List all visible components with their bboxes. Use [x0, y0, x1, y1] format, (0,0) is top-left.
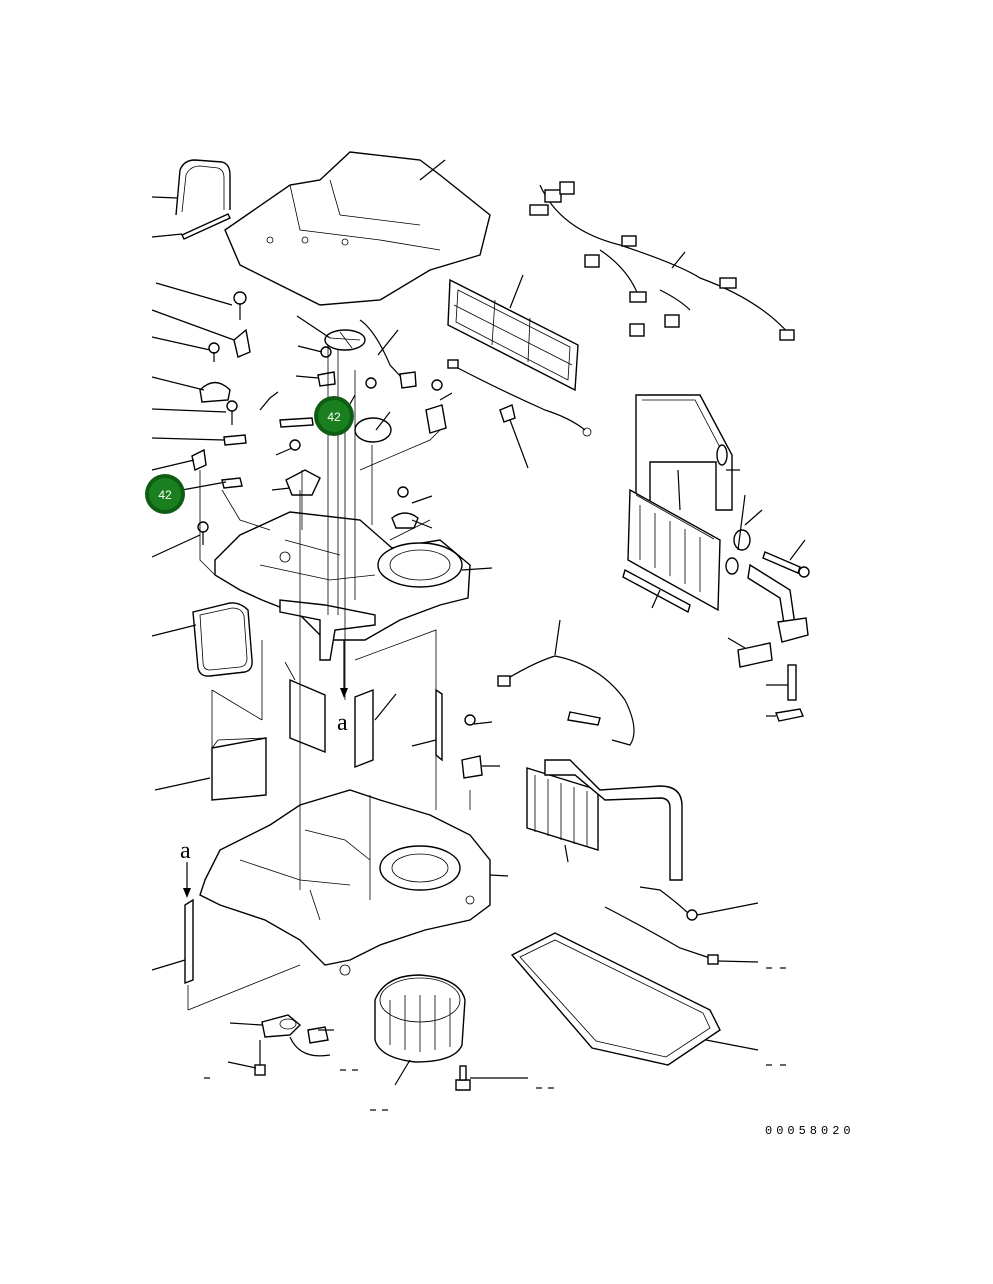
clip-3	[365, 377, 377, 389]
temp-sensor-wire	[497, 619, 635, 746]
strip-seal	[151, 213, 231, 240]
lower-case	[199, 789, 509, 976]
upper-case	[214, 511, 493, 661]
screw-right	[391, 486, 433, 529]
bolt-right	[762, 539, 810, 578]
callout-label-left: 42	[158, 488, 172, 502]
screw-1	[155, 282, 247, 320]
screw-5	[461, 714, 500, 779]
lever-1	[151, 309, 251, 358]
door-left	[154, 640, 267, 801]
evaporator-core	[622, 469, 721, 614]
thermistor	[604, 906, 786, 969]
expansion-valve	[725, 494, 809, 643]
gasket-large	[510, 932, 786, 1066]
gear-link	[151, 376, 231, 403]
callout-hotspot-left[interactable]: 42	[145, 474, 227, 514]
heater-core	[526, 759, 683, 881]
sensor-lead	[639, 886, 759, 921]
section-marker-a-upper: a	[337, 710, 348, 736]
callout-hotspot-upper[interactable]: 42	[314, 394, 356, 436]
clip-1	[151, 336, 220, 362]
gasket-left	[151, 602, 253, 677]
arrow-a-lower	[183, 862, 191, 898]
motor-actuator	[354, 411, 392, 443]
resistor-unit	[229, 1014, 358, 1071]
assembly-guide-lines	[199, 345, 471, 890]
door-mid	[284, 661, 326, 754]
screw-right-2	[431, 379, 443, 391]
evaporator-frame	[635, 394, 740, 511]
sensor-bracket	[399, 371, 417, 389]
u-tube	[151, 159, 231, 216]
air-filter	[447, 274, 579, 392]
door-mid-2	[354, 688, 397, 769]
pin-lever	[221, 477, 243, 489]
arrow-a-upper	[340, 640, 348, 698]
link-rod	[259, 391, 314, 428]
clip-small	[766, 708, 804, 722]
section-marker-a-lower: a	[180, 838, 191, 864]
bolt-long	[766, 664, 797, 701]
wire-harness	[529, 181, 795, 341]
upper-housing-cover	[224, 151, 491, 306]
callout-label-upper: 42	[327, 410, 341, 424]
clip-2	[151, 448, 207, 471]
drawing-reference-number: 00058020	[765, 1124, 855, 1138]
bracket-mid	[295, 371, 336, 387]
bolt-bottom	[455, 1065, 554, 1091]
foam-block	[727, 637, 773, 668]
screw-2	[151, 400, 238, 425]
mode-door-actuator	[296, 315, 403, 379]
actuator-mid	[271, 439, 321, 496]
link-arm	[151, 434, 247, 446]
sensor-wire	[447, 359, 592, 469]
screw-4	[297, 345, 332, 358]
small-switch	[425, 392, 453, 434]
screw-bottom	[204, 1040, 388, 1111]
door-lower-left	[151, 898, 301, 1011]
screw-3	[151, 521, 209, 558]
blower-motor	[374, 974, 466, 1086]
door-right	[411, 688, 443, 762]
